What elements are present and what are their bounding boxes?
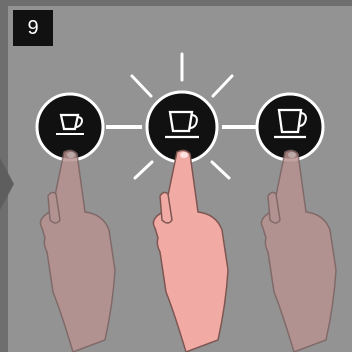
pointing-hand-icon-dimmed-left bbox=[40, 150, 115, 352]
pointing-hand-icon-active bbox=[153, 150, 228, 352]
pointing-hand-icon-dimmed-right bbox=[261, 150, 336, 352]
